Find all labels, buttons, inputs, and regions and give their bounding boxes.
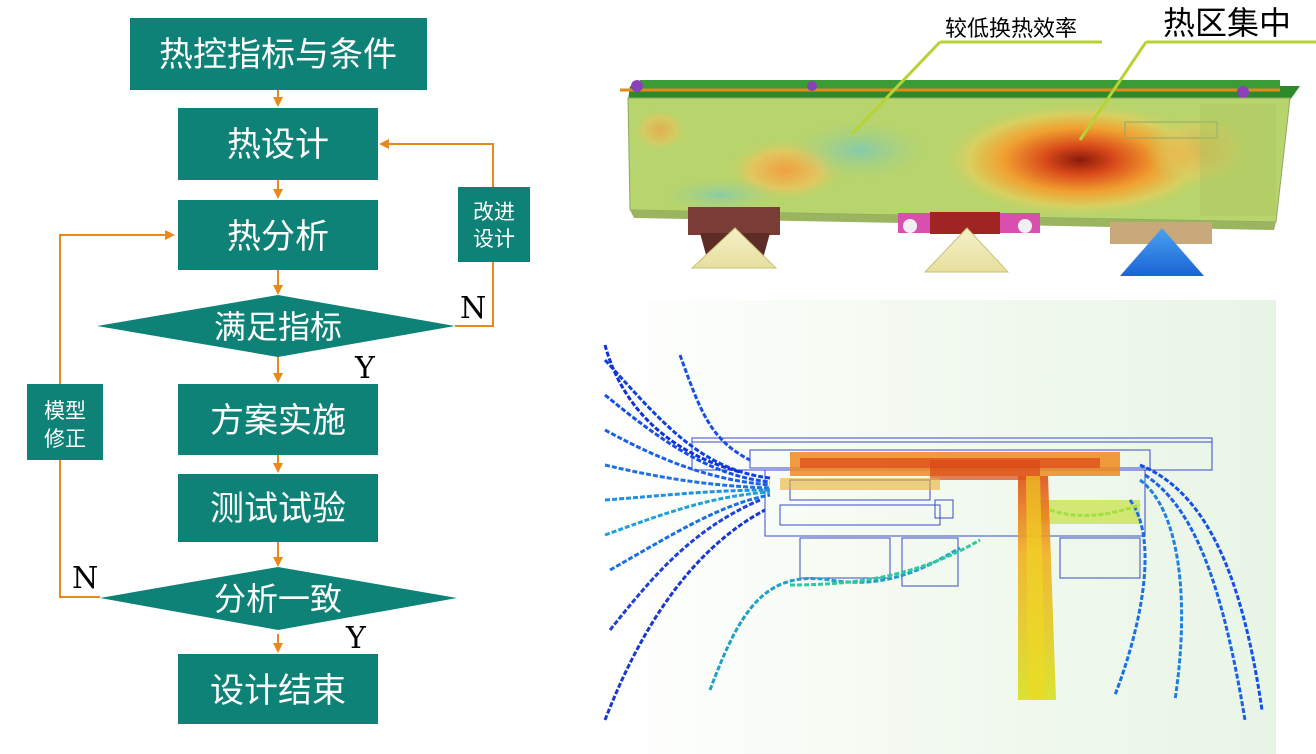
label-no-2: N bbox=[72, 561, 98, 596]
airflow-vector-field bbox=[600, 300, 1276, 754]
node-implement-label: 方案实施 bbox=[210, 401, 346, 441]
box-improve-design: 改进 设计 bbox=[458, 187, 530, 262]
pcb-board bbox=[620, 80, 1300, 100]
improve-line-1: 改进 bbox=[473, 200, 515, 224]
annotations: 较低换热效率 热区集中 bbox=[850, 4, 1316, 141]
node-analysis-label: 热分析 bbox=[227, 217, 329, 257]
node-check-consistent: 分析一致 bbox=[100, 567, 457, 630]
model-line-2: 修正 bbox=[44, 427, 86, 451]
thermal-design-flowchart: 热控指标与条件 热设计 热分析 满足指标 方案实施 测试试验 分析一致 设计结束… bbox=[27, 18, 530, 724]
node-start-label: 热控指标与条件 bbox=[159, 35, 397, 75]
annotation-hot-zone: 热区集中 bbox=[1163, 4, 1291, 42]
label-yes-2: Y bbox=[345, 621, 367, 656]
node-implement: 方案实施 bbox=[178, 384, 378, 455]
node-end-label: 设计结束 bbox=[210, 671, 346, 711]
improve-line-2: 设计 bbox=[473, 227, 515, 251]
streamlines bbox=[603, 344, 1264, 721]
hot-flow-core bbox=[780, 452, 1140, 700]
connectors bbox=[688, 207, 1212, 276]
thermal-contour-image: 较低换热效率 热区集中 bbox=[620, 4, 1316, 276]
node-check-spec: 满足指标 bbox=[97, 295, 455, 357]
chassis-body bbox=[627, 97, 1291, 230]
node-analysis: 热分析 bbox=[178, 200, 378, 270]
node-check-consistent-label: 分析一致 bbox=[214, 580, 342, 618]
node-design-label: 热设计 bbox=[227, 125, 329, 165]
node-design: 热设计 bbox=[178, 108, 378, 180]
label-no-1: N bbox=[460, 291, 486, 326]
node-start: 热控指标与条件 bbox=[130, 18, 427, 90]
node-test-label: 测试试验 bbox=[210, 489, 346, 529]
label-yes-1: Y bbox=[354, 351, 376, 386]
annotation-low-efficiency: 较低换热效率 bbox=[945, 17, 1077, 42]
model-line-1: 模型 bbox=[44, 399, 86, 423]
node-end: 设计结束 bbox=[178, 654, 378, 724]
node-check-spec-label: 满足指标 bbox=[214, 308, 342, 346]
box-model-correction: 模型 修正 bbox=[27, 384, 103, 460]
node-test: 测试试验 bbox=[178, 474, 378, 542]
